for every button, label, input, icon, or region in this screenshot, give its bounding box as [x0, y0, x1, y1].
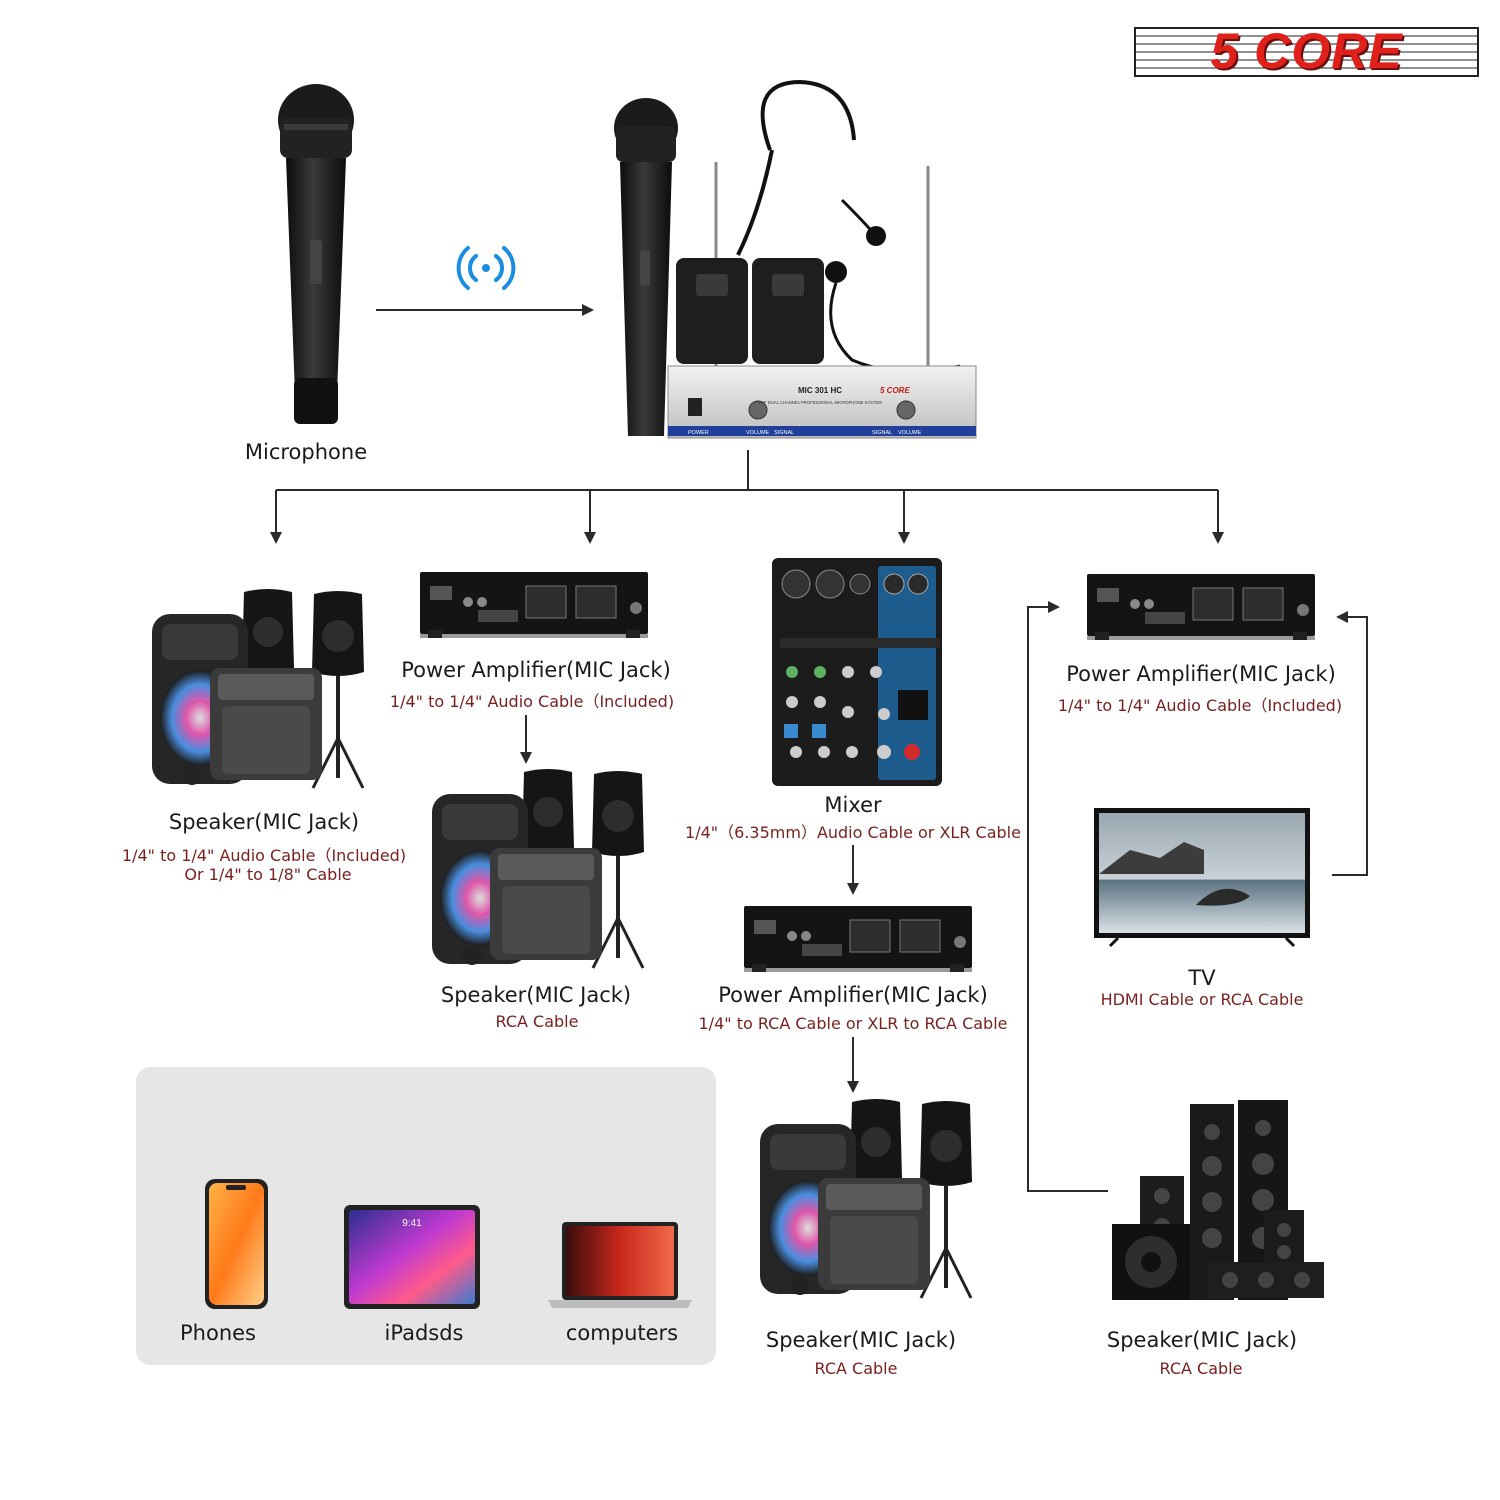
- receiver-panel-label: SIGNAL: [774, 430, 794, 436]
- speaker-label-1: Speaker(MIC Jack): [168, 810, 360, 834]
- speaker-cable-1: 1/4" to 1/4" Audio Cable（Included): [121, 846, 407, 865]
- tv-label: TV: [1188, 966, 1216, 990]
- power-amplifier-image-1: [419, 571, 649, 639]
- tv-cable: HDMI Cable or RCA Cable: [1100, 990, 1304, 1009]
- wireless-signal-icon: [456, 246, 516, 290]
- amplifier-cable-2: 1/4" to RCA Cable or XLR to RCA Cable: [698, 1014, 1008, 1033]
- speaker-cluster-image-2: [430, 767, 646, 970]
- home-speaker-cable: RCA Cable: [1159, 1359, 1243, 1378]
- receiver-panel-label: POWER: [688, 430, 709, 436]
- receiver-panel-label: VOLUME: [898, 430, 922, 436]
- speaker-cluster-image-1: [150, 587, 366, 790]
- svg-text:9:41: 9:41: [402, 1218, 422, 1229]
- tv-image: [1094, 808, 1310, 948]
- amplifier-label-3: Power Amplifier(MIC Jack): [1066, 662, 1336, 686]
- mixer-label: Mixer: [824, 793, 882, 817]
- microphone-label: Microphone: [244, 440, 368, 464]
- mixer-cable: 1/4"（6.35mm）Audio Cable or XLR Cable: [685, 823, 1021, 842]
- speaker-label-2: Speaker(MIC Jack): [440, 983, 632, 1007]
- brand-logo-text-wrap: 5 CORE: [1135, 26, 1478, 76]
- device-label-ipads: iPadsds: [384, 1321, 464, 1345]
- speaker-cluster-image-3: [758, 1097, 974, 1300]
- speaker-cable-3: RCA Cable: [814, 1359, 898, 1378]
- power-amplifier-image-3: [1086, 573, 1316, 641]
- wireless-receiver-kit-image: [614, 79, 977, 439]
- laptop-icon: [548, 1222, 692, 1308]
- handheld-microphone-image: [278, 84, 354, 424]
- phone-icon: [205, 1179, 268, 1309]
- receiver-brand: 5 CORE: [880, 386, 910, 395]
- home-theater-speakers-image: [1112, 1100, 1324, 1300]
- speaker-cable-2: RCA Cable: [495, 1012, 579, 1031]
- device-label-computers: computers: [565, 1321, 679, 1345]
- device-label-phones: Phones: [180, 1321, 256, 1345]
- receiver-panel-label: SIGNAL: [872, 430, 892, 436]
- brand-logo-text: 5 CORE: [1210, 23, 1403, 79]
- mixer-image: [772, 558, 942, 786]
- receiver-caption: VHF DUAL CHANNEL PROFESSIONAL MICROPHONE…: [758, 400, 882, 405]
- speaker-label-3: Speaker(MIC Jack): [765, 1328, 957, 1352]
- amplifier-label-2: Power Amplifier(MIC Jack): [718, 983, 988, 1007]
- tablet-icon: 9:41: [344, 1205, 480, 1309]
- power-amplifier-image-2: [743, 905, 973, 973]
- home-speaker-label: Speaker(MIC Jack): [1106, 1328, 1298, 1352]
- connector-lines: [270, 304, 1368, 1192]
- brand-logo: [1134, 27, 1479, 77]
- speaker-cable-1-alt: Or 1/4" to 1/8" Cable: [184, 865, 352, 884]
- amplifier-cable-3: 1/4" to 1/4" Audio Cable（Included): [1057, 696, 1343, 715]
- amplifier-label-1: Power Amplifier(MIC Jack): [401, 658, 671, 682]
- receiver-model: MIC 301 HC: [798, 386, 842, 395]
- amplifier-cable-1: 1/4" to 1/4" Audio Cable（Included): [389, 692, 675, 711]
- receiver-panel-label: VOLUME: [746, 430, 770, 436]
